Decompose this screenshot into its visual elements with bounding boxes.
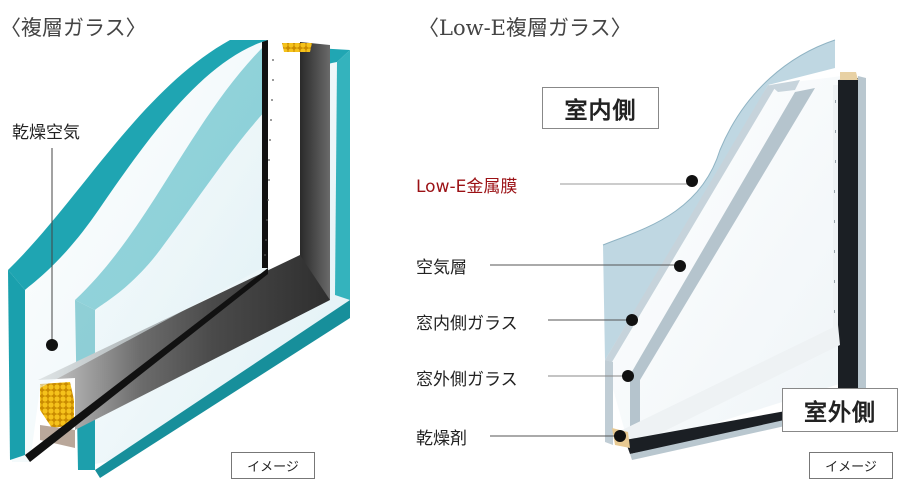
inner-glass-marker bbox=[626, 314, 638, 326]
indoor-side-label: 室内側 bbox=[542, 87, 659, 129]
outer-glass-label: 窓外側ガラス bbox=[416, 370, 518, 390]
dry-air-marker bbox=[46, 339, 58, 351]
outer-glass-marker bbox=[622, 370, 634, 382]
lowe-film-label: Low-E金属膜 bbox=[416, 177, 518, 197]
inner-glass-label: 窓内側ガラス bbox=[416, 314, 518, 334]
double-glazing-title: 〈複層ガラス〉 bbox=[0, 16, 147, 40]
desiccant-label: 乾燥剤 bbox=[416, 429, 467, 449]
lowe-spacer-perforation bbox=[834, 100, 836, 313]
spacer-frame bbox=[38, 42, 330, 448]
lowe-film-marker bbox=[686, 175, 698, 187]
lowe-glazing-title: 〈Low-E複層ガラス〉 bbox=[418, 16, 632, 40]
desiccant-marker bbox=[614, 430, 626, 442]
spacer-perforation bbox=[264, 59, 274, 256]
air-layer-label: 空気層 bbox=[416, 258, 467, 278]
left-image-note: イメージ bbox=[231, 452, 315, 479]
dry-air-label: 乾燥空気 bbox=[12, 123, 80, 143]
inner-glass-pane bbox=[8, 40, 268, 462]
air-layer-marker bbox=[674, 260, 686, 272]
outdoor-side-label: 室外側 bbox=[782, 388, 898, 432]
right-image-note: イメージ bbox=[809, 452, 893, 479]
lowe-glazing-illustration bbox=[602, 39, 866, 460]
